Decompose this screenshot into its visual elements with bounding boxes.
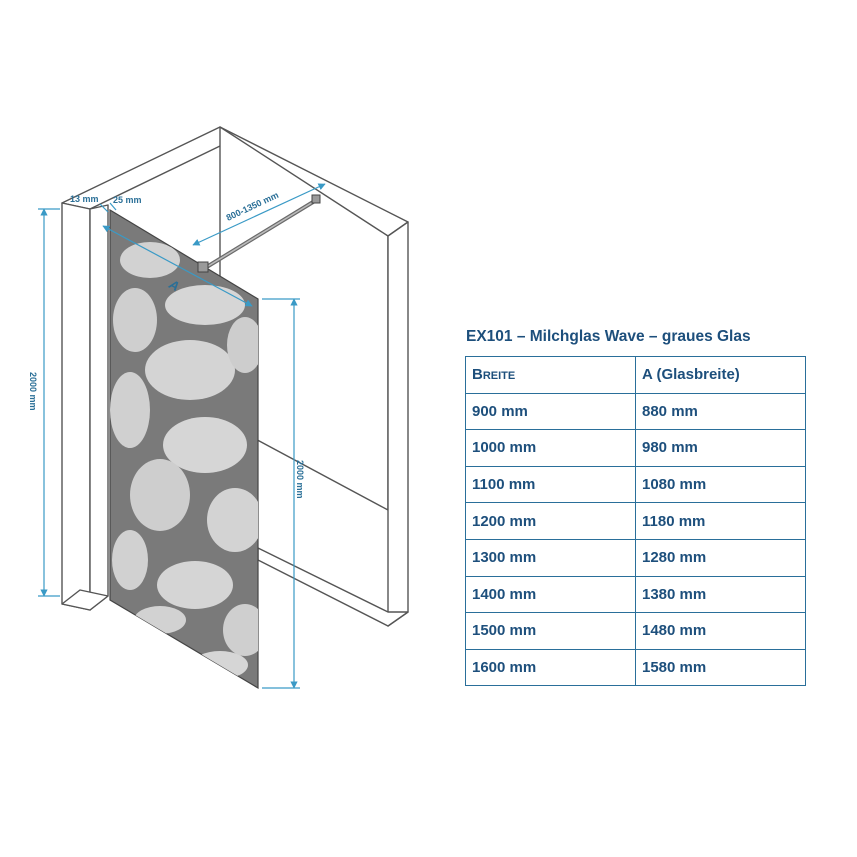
header-glasbreite: A (Glasbreite) [635,356,806,394]
table-row: 1000 mm 980 mm [465,429,806,467]
right-wall [387,221,409,627]
left-wall-front [61,202,91,611]
table-row: 1500 mm 1480 mm [465,612,806,650]
table-header-row: Breite A (Glasbreite) [465,356,806,394]
cell-breite: 1600 mm [465,648,636,687]
floor-edge-left [61,589,109,611]
dimensions [38,183,326,689]
cell-breite: 1400 mm [465,575,636,614]
cell-breite: 900 mm [465,392,636,431]
cell-glasbreite: 1380 mm [635,575,806,614]
dim-rod-line [192,183,326,246]
dim-glass-height: 2000 mm [295,460,305,499]
cell-glasbreite: 1180 mm [635,502,806,540]
header-breite: Breite [465,356,636,394]
cell-glasbreite: 1080 mm [635,465,806,504]
dim-side-thickness: 13 mm [70,194,99,204]
dim-glass-thickness: 25 mm [113,195,142,205]
cell-breite: 1100 mm [465,465,636,504]
cell-breite: 1500 mm [465,612,636,650]
table-row: 1300 mm 1280 mm [465,538,806,577]
spec-table: Breite A (Glasbreite) 900 mm 880 mm 1000… [465,356,806,687]
cell-breite: 1300 mm [465,538,636,577]
table-row: 1600 mm 1580 mm [465,648,806,687]
table-row: 1400 mm 1380 mm [465,575,806,614]
dim-wall-height: 2000 mm [28,372,38,411]
shower-wall-drawing: 13 mm 25 mm 800-1350 mm A 2000 mm 2000 m… [28,126,409,690]
cell-breite: 1200 mm [465,502,636,540]
cell-glasbreite: 1280 mm [635,538,806,577]
spec-title: EX101 – Milchglas Wave – graues Glas [466,328,751,345]
left-wall-side [89,204,109,611]
cell-glasbreite: 980 mm [635,429,806,467]
cell-glasbreite: 880 mm [635,392,806,431]
table-row: 1200 mm 1180 mm [465,502,806,540]
table-row: 1100 mm 1080 mm [465,465,806,504]
floor-edge-right [257,547,409,627]
cell-breite: 1000 mm [465,429,636,467]
cell-glasbreite: 1580 mm [635,648,806,687]
table-row: 900 mm 880 mm [465,392,806,431]
cell-glasbreite: 1480 mm [635,612,806,650]
dim-glass-width-line [102,225,253,307]
